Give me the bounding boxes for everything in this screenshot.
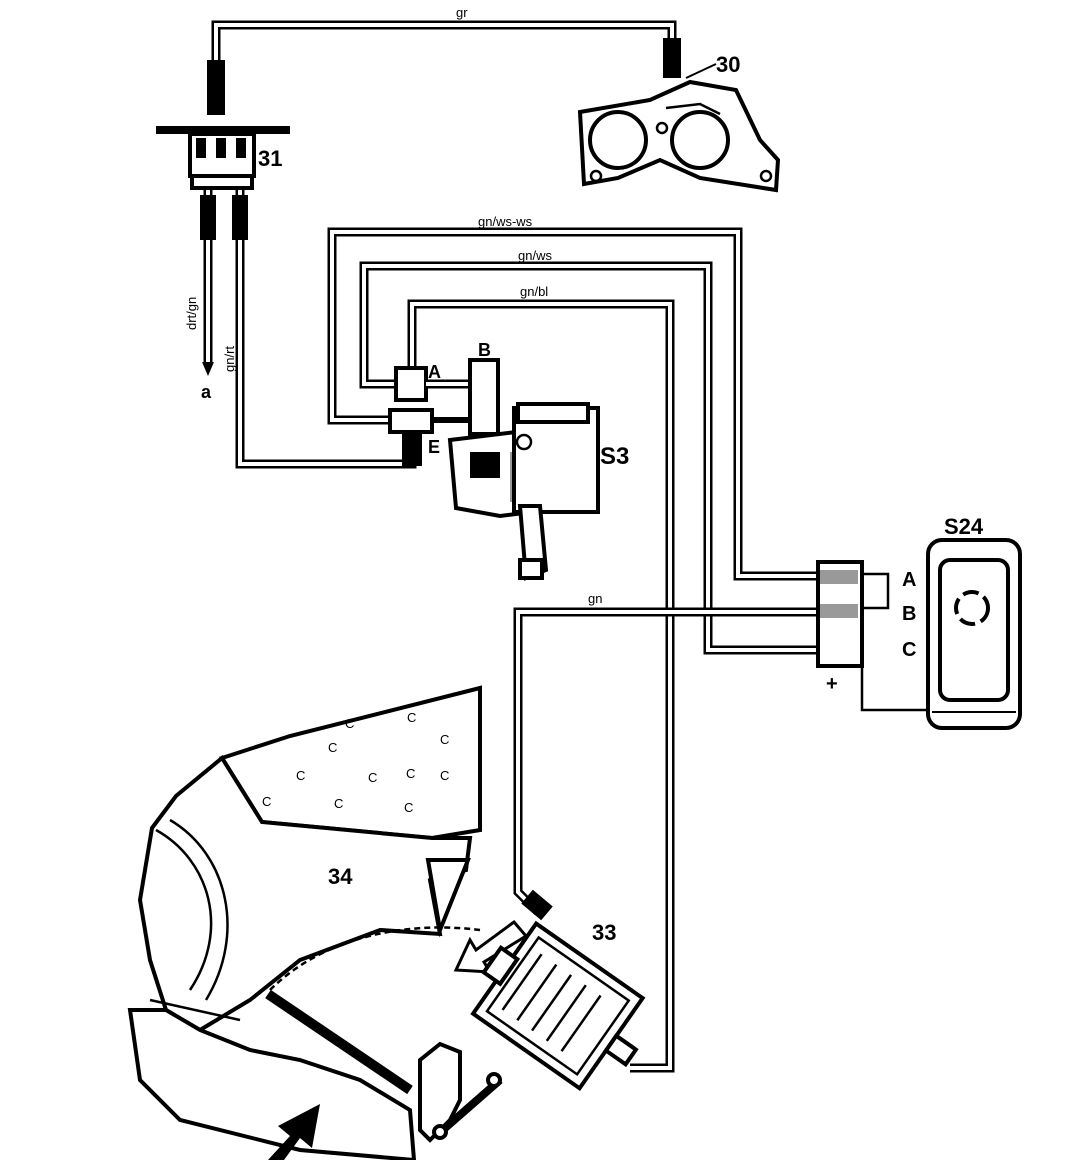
wire-label-gn-ws: gn/ws	[518, 248, 552, 263]
port-label-a: A	[428, 362, 441, 382]
svg-text:C: C	[334, 796, 343, 811]
svg-text:C: C	[440, 732, 449, 747]
switch-port-b: B	[902, 603, 916, 625]
wire-label-drt-gn: drt/gn	[184, 297, 199, 330]
port-label-e: E	[428, 437, 440, 457]
port-label-b: B	[478, 340, 491, 360]
flow-arrow-large	[268, 1104, 320, 1160]
label-30: 30	[716, 52, 740, 77]
flow-arrow-small	[453, 919, 529, 974]
svg-text:C: C	[368, 770, 377, 785]
label-s3: S3	[600, 443, 629, 470]
intake-flange-30	[577, 79, 781, 193]
switch-port-a: A	[902, 569, 916, 591]
svg-text:C: C	[345, 716, 354, 731]
wire-label-gr: gr	[456, 5, 468, 20]
hose-gn-bl	[407, 299, 675, 1073]
vacuum-connector-31	[156, 126, 290, 190]
wire-label-gn-bl: gn/bl	[520, 284, 548, 299]
label-31: 31	[258, 146, 282, 171]
label-s24: S24	[944, 514, 984, 539]
hose-gn-ws	[359, 261, 830, 655]
filter-element: C C C C C C C C C C C	[262, 710, 449, 815]
hose-gn	[513, 607, 830, 921]
wire-label-gn-rt: gn/rt	[222, 346, 237, 372]
leader-30	[685, 63, 717, 79]
hose-gr	[207, 20, 681, 115]
svg-text:C: C	[440, 768, 449, 783]
wire-label-gn: gn	[588, 591, 602, 606]
hose-drt-gn	[200, 190, 216, 376]
vacuum-valve-s3	[388, 358, 600, 581]
switch-port-c: C	[902, 639, 916, 661]
svg-text:C: C	[296, 768, 305, 783]
label-a-ref: a	[201, 382, 212, 402]
plus-terminal: +	[826, 673, 838, 695]
vacuum-actuator-33	[418, 920, 646, 1143]
hose-gn-ws-ws	[327, 227, 830, 581]
svg-text:C: C	[262, 794, 271, 809]
label-33: 33	[592, 920, 616, 945]
svg-text:C: C	[328, 740, 337, 755]
wire-label-gn-ws-ws: gn/ws-ws	[478, 214, 533, 229]
svg-text:C: C	[404, 800, 413, 815]
switch-s24	[816, 538, 1022, 730]
svg-text:C: C	[407, 710, 416, 725]
air-housing-34	[127, 685, 482, 1160]
svg-text:C: C	[406, 766, 415, 781]
label-34: 34	[328, 864, 353, 889]
